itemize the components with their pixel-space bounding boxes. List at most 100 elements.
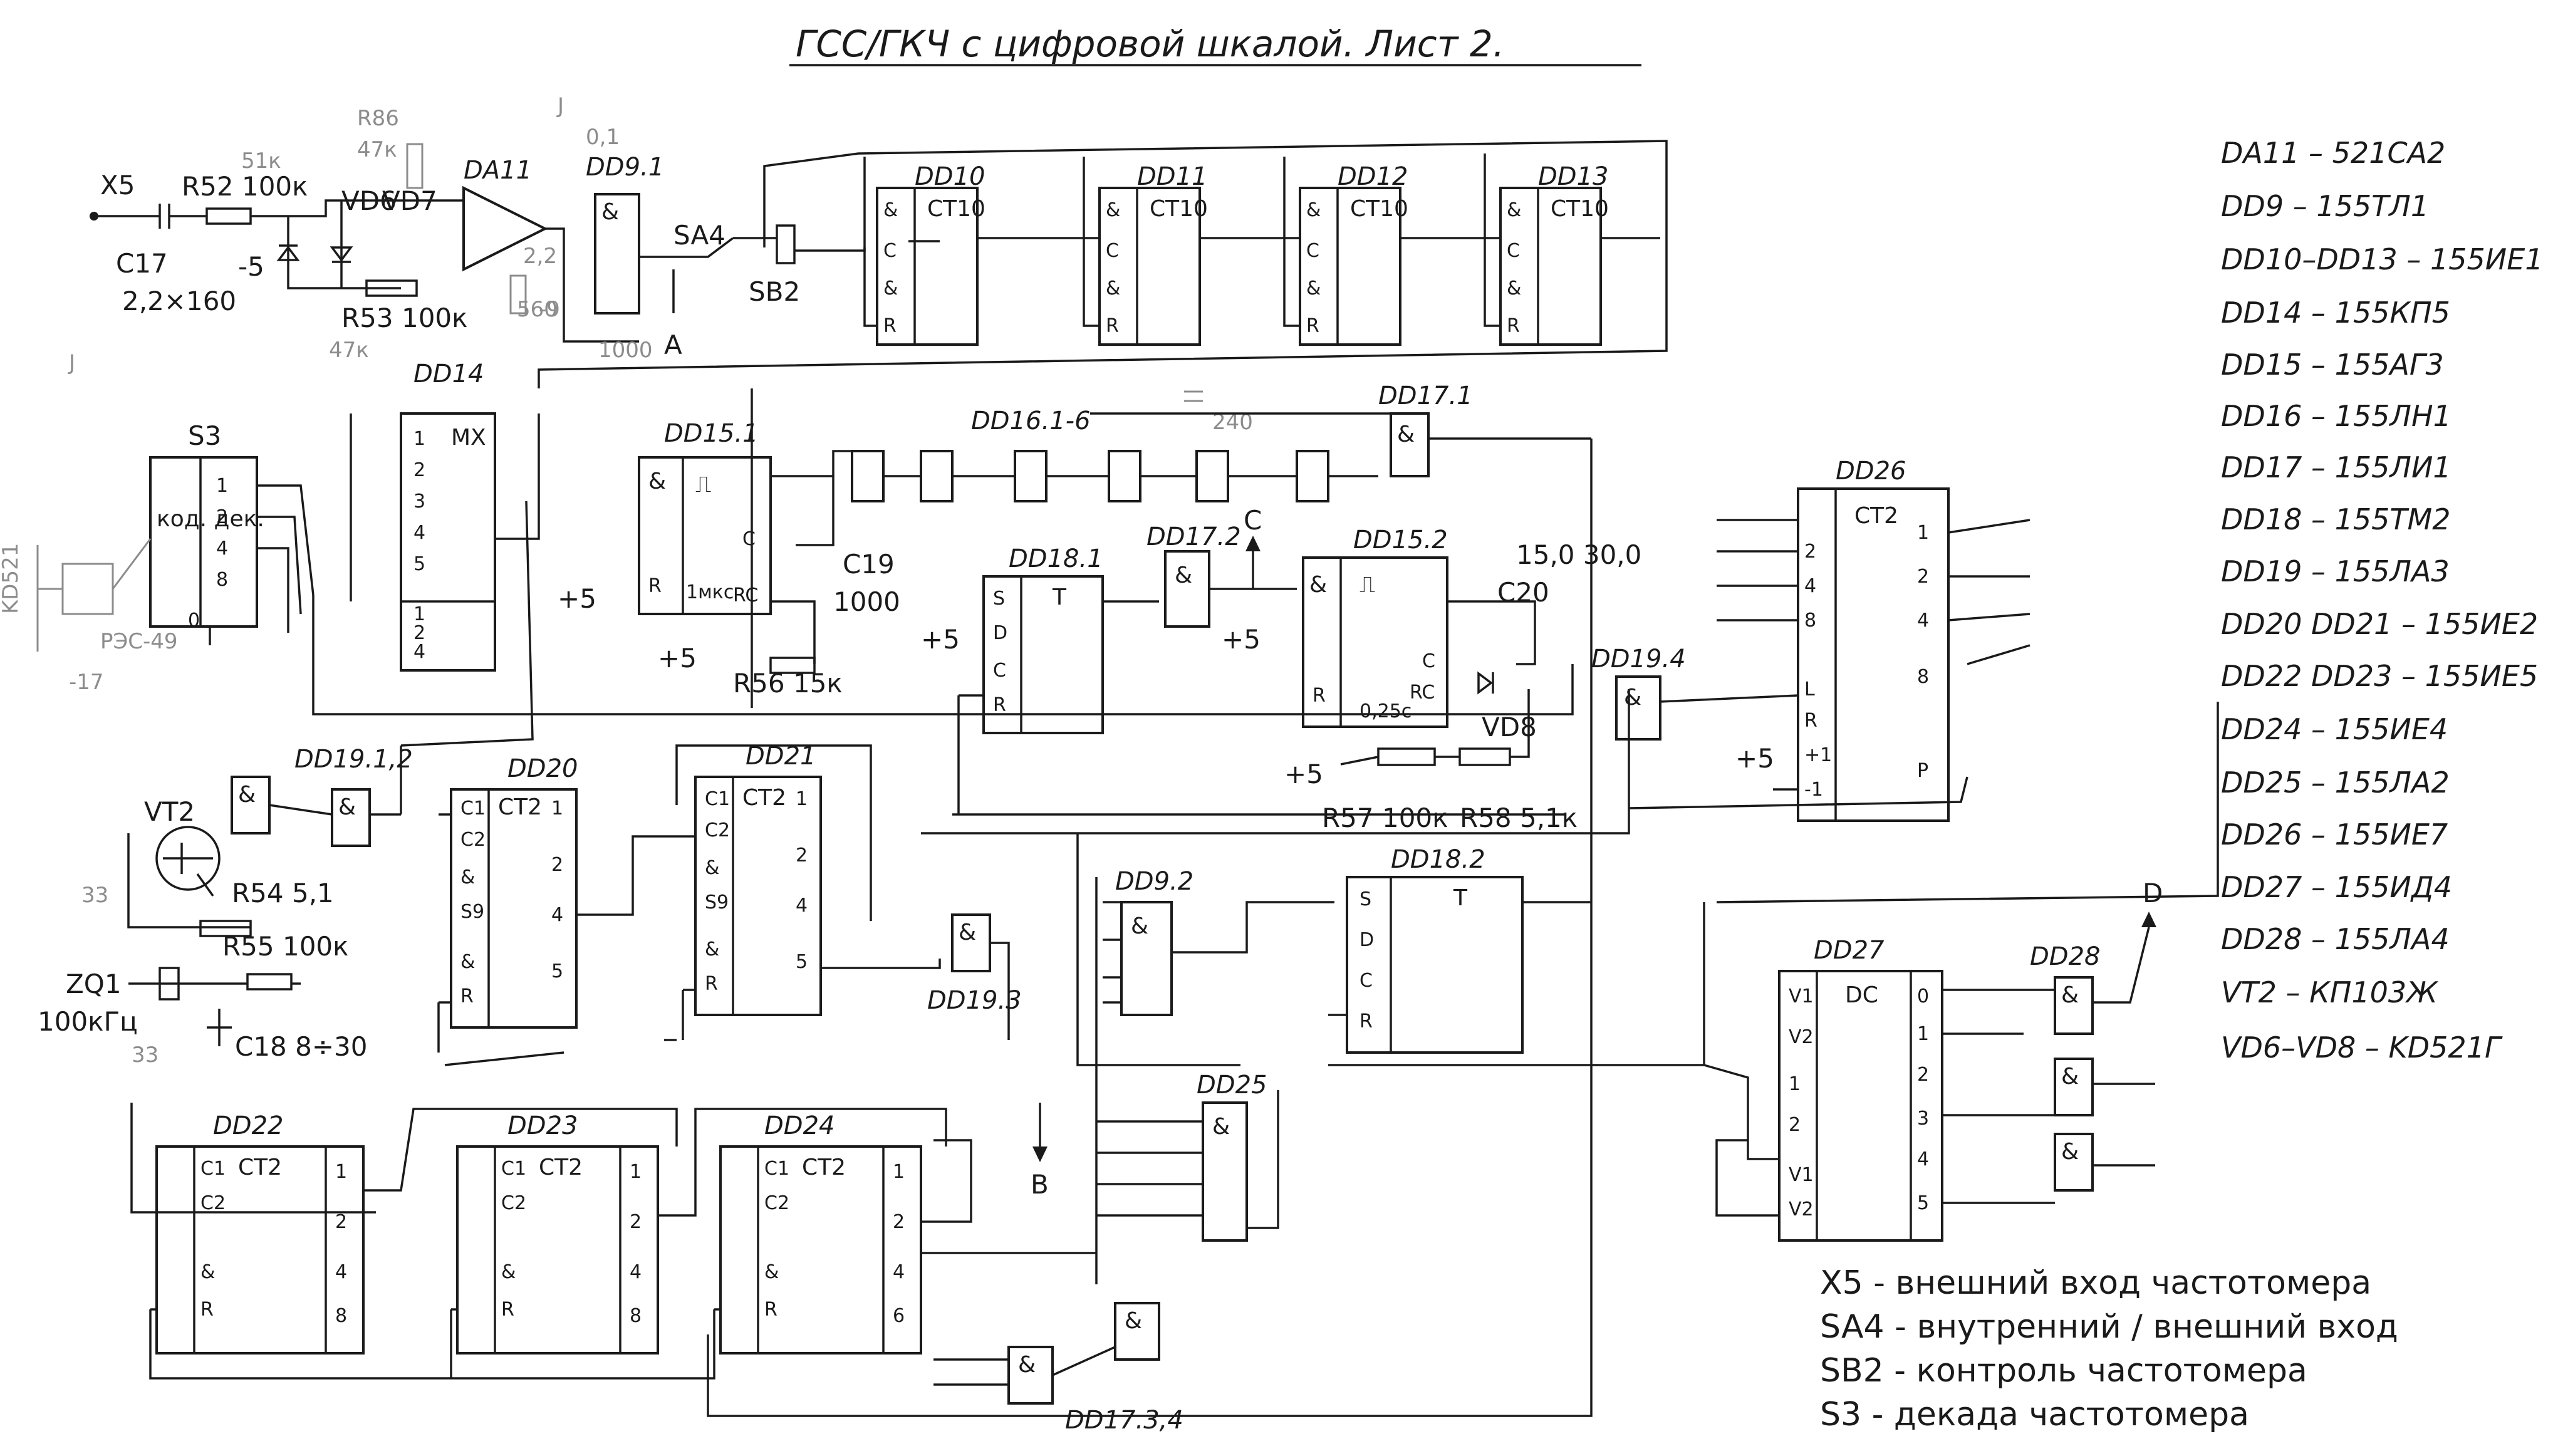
zq1-label: ZQ1 <box>66 969 122 999</box>
svg-text:&: & <box>1507 278 1521 299</box>
part-11: DD24 – 155ИЕ4 <box>2221 712 2448 746</box>
svg-text:1: 1 <box>335 1161 347 1183</box>
c17-label: C17 <box>116 248 168 279</box>
svg-text:L: L <box>1804 679 1815 700</box>
svg-text:4: 4 <box>1917 610 1929 632</box>
d-output-label: D <box>2143 878 2163 908</box>
svg-text:&: & <box>1306 278 1321 299</box>
dd11-counter: & C & R CT10 DD11 <box>1098 162 1208 346</box>
svg-text:R: R <box>764 1299 777 1321</box>
svg-text:1: 1 <box>413 603 425 625</box>
dd18-2-flipflop: S D C R T DD18.2 <box>1346 845 1524 1054</box>
c20-label: C20 <box>1497 577 1549 608</box>
r58-resistor <box>1458 747 1511 766</box>
svg-text:4: 4 <box>1917 1148 1929 1170</box>
part-9: DD20 DD21 – 155ИЕ2 <box>2221 607 2538 641</box>
svg-text:R: R <box>1313 685 1326 707</box>
r57-resistor <box>1377 747 1436 766</box>
bottom-bus <box>707 439 1593 1417</box>
svg-text:R: R <box>460 985 474 1007</box>
r53-label: R53 100к <box>341 303 468 333</box>
dd11-func: CT10 <box>1150 196 1208 222</box>
part-0: DA11 – 521CA2 <box>2221 136 2445 170</box>
svg-text:2: 2 <box>893 1211 905 1233</box>
r86-resistor <box>406 143 424 189</box>
svg-text:&: & <box>460 951 475 973</box>
svg-text:&: & <box>501 1261 516 1283</box>
dd19-3-label: DD19.3 <box>927 986 1022 1015</box>
svg-text:S9: S9 <box>705 892 729 913</box>
dd18-2-func: T <box>1453 885 1468 911</box>
dd25-label: DD25 <box>1197 1071 1267 1100</box>
svg-text:P: P <box>1917 760 1928 782</box>
dd27-decoder: V1 V2 1 2 V1 V2 DC 0 1 2 3 4 5 DD27 <box>1778 936 1943 1242</box>
svg-text:-1: -1 <box>1804 779 1823 801</box>
dd10-counter: & C & R CT10 DD10 <box>876 162 985 346</box>
x5-label: X5 <box>100 170 135 200</box>
svg-text:5: 5 <box>551 960 563 982</box>
mid-bus <box>921 689 1630 835</box>
dd9-1-func: & <box>601 199 619 225</box>
svg-text:R: R <box>1106 315 1119 337</box>
dd27-func: DC <box>1845 982 1878 1008</box>
svg-text:R: R <box>1804 710 1817 732</box>
svg-text:C: C <box>993 660 1006 682</box>
dd14-out-bus <box>400 501 534 747</box>
legend-sb2: SB2 - контроль частотомера <box>1820 1352 2307 1390</box>
c-output-label: C <box>1244 505 1262 536</box>
svg-text:4: 4 <box>216 538 228 559</box>
cap33-label-b: 33 <box>132 1043 159 1068</box>
dd20-dd21-link <box>444 1051 564 1066</box>
svg-text:1: 1 <box>551 798 563 819</box>
part-14: DD27 – 155ИД4 <box>2221 870 2452 904</box>
svg-text:R: R <box>993 694 1006 716</box>
dd15-2-monostable: & ⎍ R C RC 0,25с DD15.2 <box>1302 526 1448 728</box>
svg-text:4: 4 <box>893 1261 905 1283</box>
dd18-1-flipflop: S D C R T DD18.1 <box>982 544 1104 734</box>
dd26-p-wire <box>1967 644 2030 665</box>
svg-text:R: R <box>705 973 718 995</box>
svg-text:&: & <box>1125 1308 1142 1334</box>
dd19-3-func: & <box>959 920 976 945</box>
r58-label: R58 5,1к <box>1460 803 1578 833</box>
v22-label: 2,2 <box>523 244 557 269</box>
svg-text:8: 8 <box>216 569 228 591</box>
svg-text:4: 4 <box>796 895 808 917</box>
svg-text:&: & <box>1106 199 1120 221</box>
dd26-frame <box>1716 702 2219 903</box>
svg-text:&: & <box>883 278 898 299</box>
svg-text:2: 2 <box>630 1211 642 1233</box>
vd7-diode <box>330 246 353 262</box>
dd17-3-4-label: DD17.3,4 <box>1065 1406 1183 1435</box>
dd22-func: CT2 <box>238 1155 282 1180</box>
s3-func: код. дек. <box>157 506 264 532</box>
dd28-gates: & & & DD28 <box>2030 942 2101 1192</box>
dd26-counter: 2 4 8 L R +1 -1 CT2 1 2 4 8 P DD26 <box>1797 457 1950 822</box>
svg-text:1: 1 <box>796 788 808 810</box>
svg-text:8: 8 <box>335 1305 347 1327</box>
svg-text:&: & <box>200 1261 215 1283</box>
c19-label: C19 <box>843 549 895 580</box>
svg-text:1: 1 <box>413 428 425 450</box>
x5-terminal[interactable] <box>90 212 98 221</box>
svg-text:C: C <box>1422 650 1435 672</box>
part-3: DD14 – 155КП5 <box>2221 296 2450 330</box>
svg-text:S: S <box>993 588 1005 610</box>
v01-label: 0,1 <box>586 125 620 150</box>
dd24-label: DD24 <box>764 1111 835 1140</box>
part-2: DD10–DD13 – 155ИЕ1 <box>2221 242 2544 276</box>
dd9-2-label: DD9.2 <box>1115 867 1193 896</box>
dd28-label: DD28 <box>2030 942 2101 971</box>
v560-label: 560 <box>517 297 558 322</box>
plus5-dd15-1: +5 <box>558 583 596 614</box>
dd19-1-2-label: DD19.1,2 <box>294 745 413 774</box>
dd19-3-in <box>890 959 941 969</box>
part-17: VD6–VD8 – KD521Г <box>2221 1031 2503 1064</box>
svg-text:&: & <box>1106 278 1120 299</box>
r86-label: R86 <box>357 106 399 131</box>
vd8-label: VD8 <box>1482 712 1537 742</box>
cap33-label-a: 33 <box>81 883 108 908</box>
s3-decade-switch: код. дек. 1 2 4 8 0 S3 <box>149 420 264 632</box>
dd22-label: DD22 <box>213 1111 284 1140</box>
dd26-func: CT2 <box>1854 503 1898 529</box>
